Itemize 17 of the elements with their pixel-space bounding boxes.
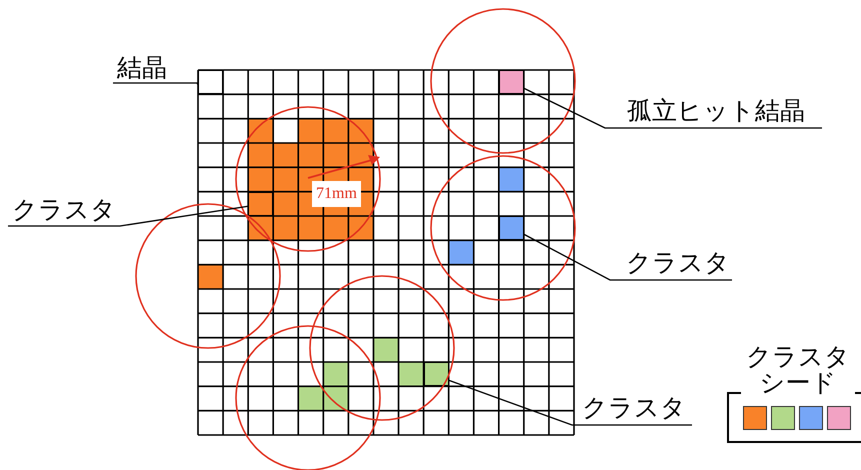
- leader-line: [113, 82, 199, 85]
- leader-line: [8, 206, 248, 227]
- callout-label: クラスタ: [572, 393, 692, 425]
- grid-cell: [498, 70, 524, 94]
- leader-line: [448, 380, 692, 426]
- legend-heading: クラスタシード: [741, 344, 855, 396]
- grid-cell: [248, 192, 274, 216]
- callout-label: 結晶: [113, 53, 197, 83]
- callout-label: クラスタ: [8, 195, 120, 226]
- grid-cell: [198, 70, 224, 94]
- callout-label: 孤立ヒット結晶: [605, 96, 822, 128]
- leader-line: [524, 234, 732, 281]
- dimension-label: 71mm: [312, 181, 361, 207]
- leader-line: [524, 88, 822, 129]
- grid-cell: [424, 362, 449, 386]
- callout-label: クラスタ: [610, 248, 732, 280]
- grid-cell: [498, 216, 524, 240]
